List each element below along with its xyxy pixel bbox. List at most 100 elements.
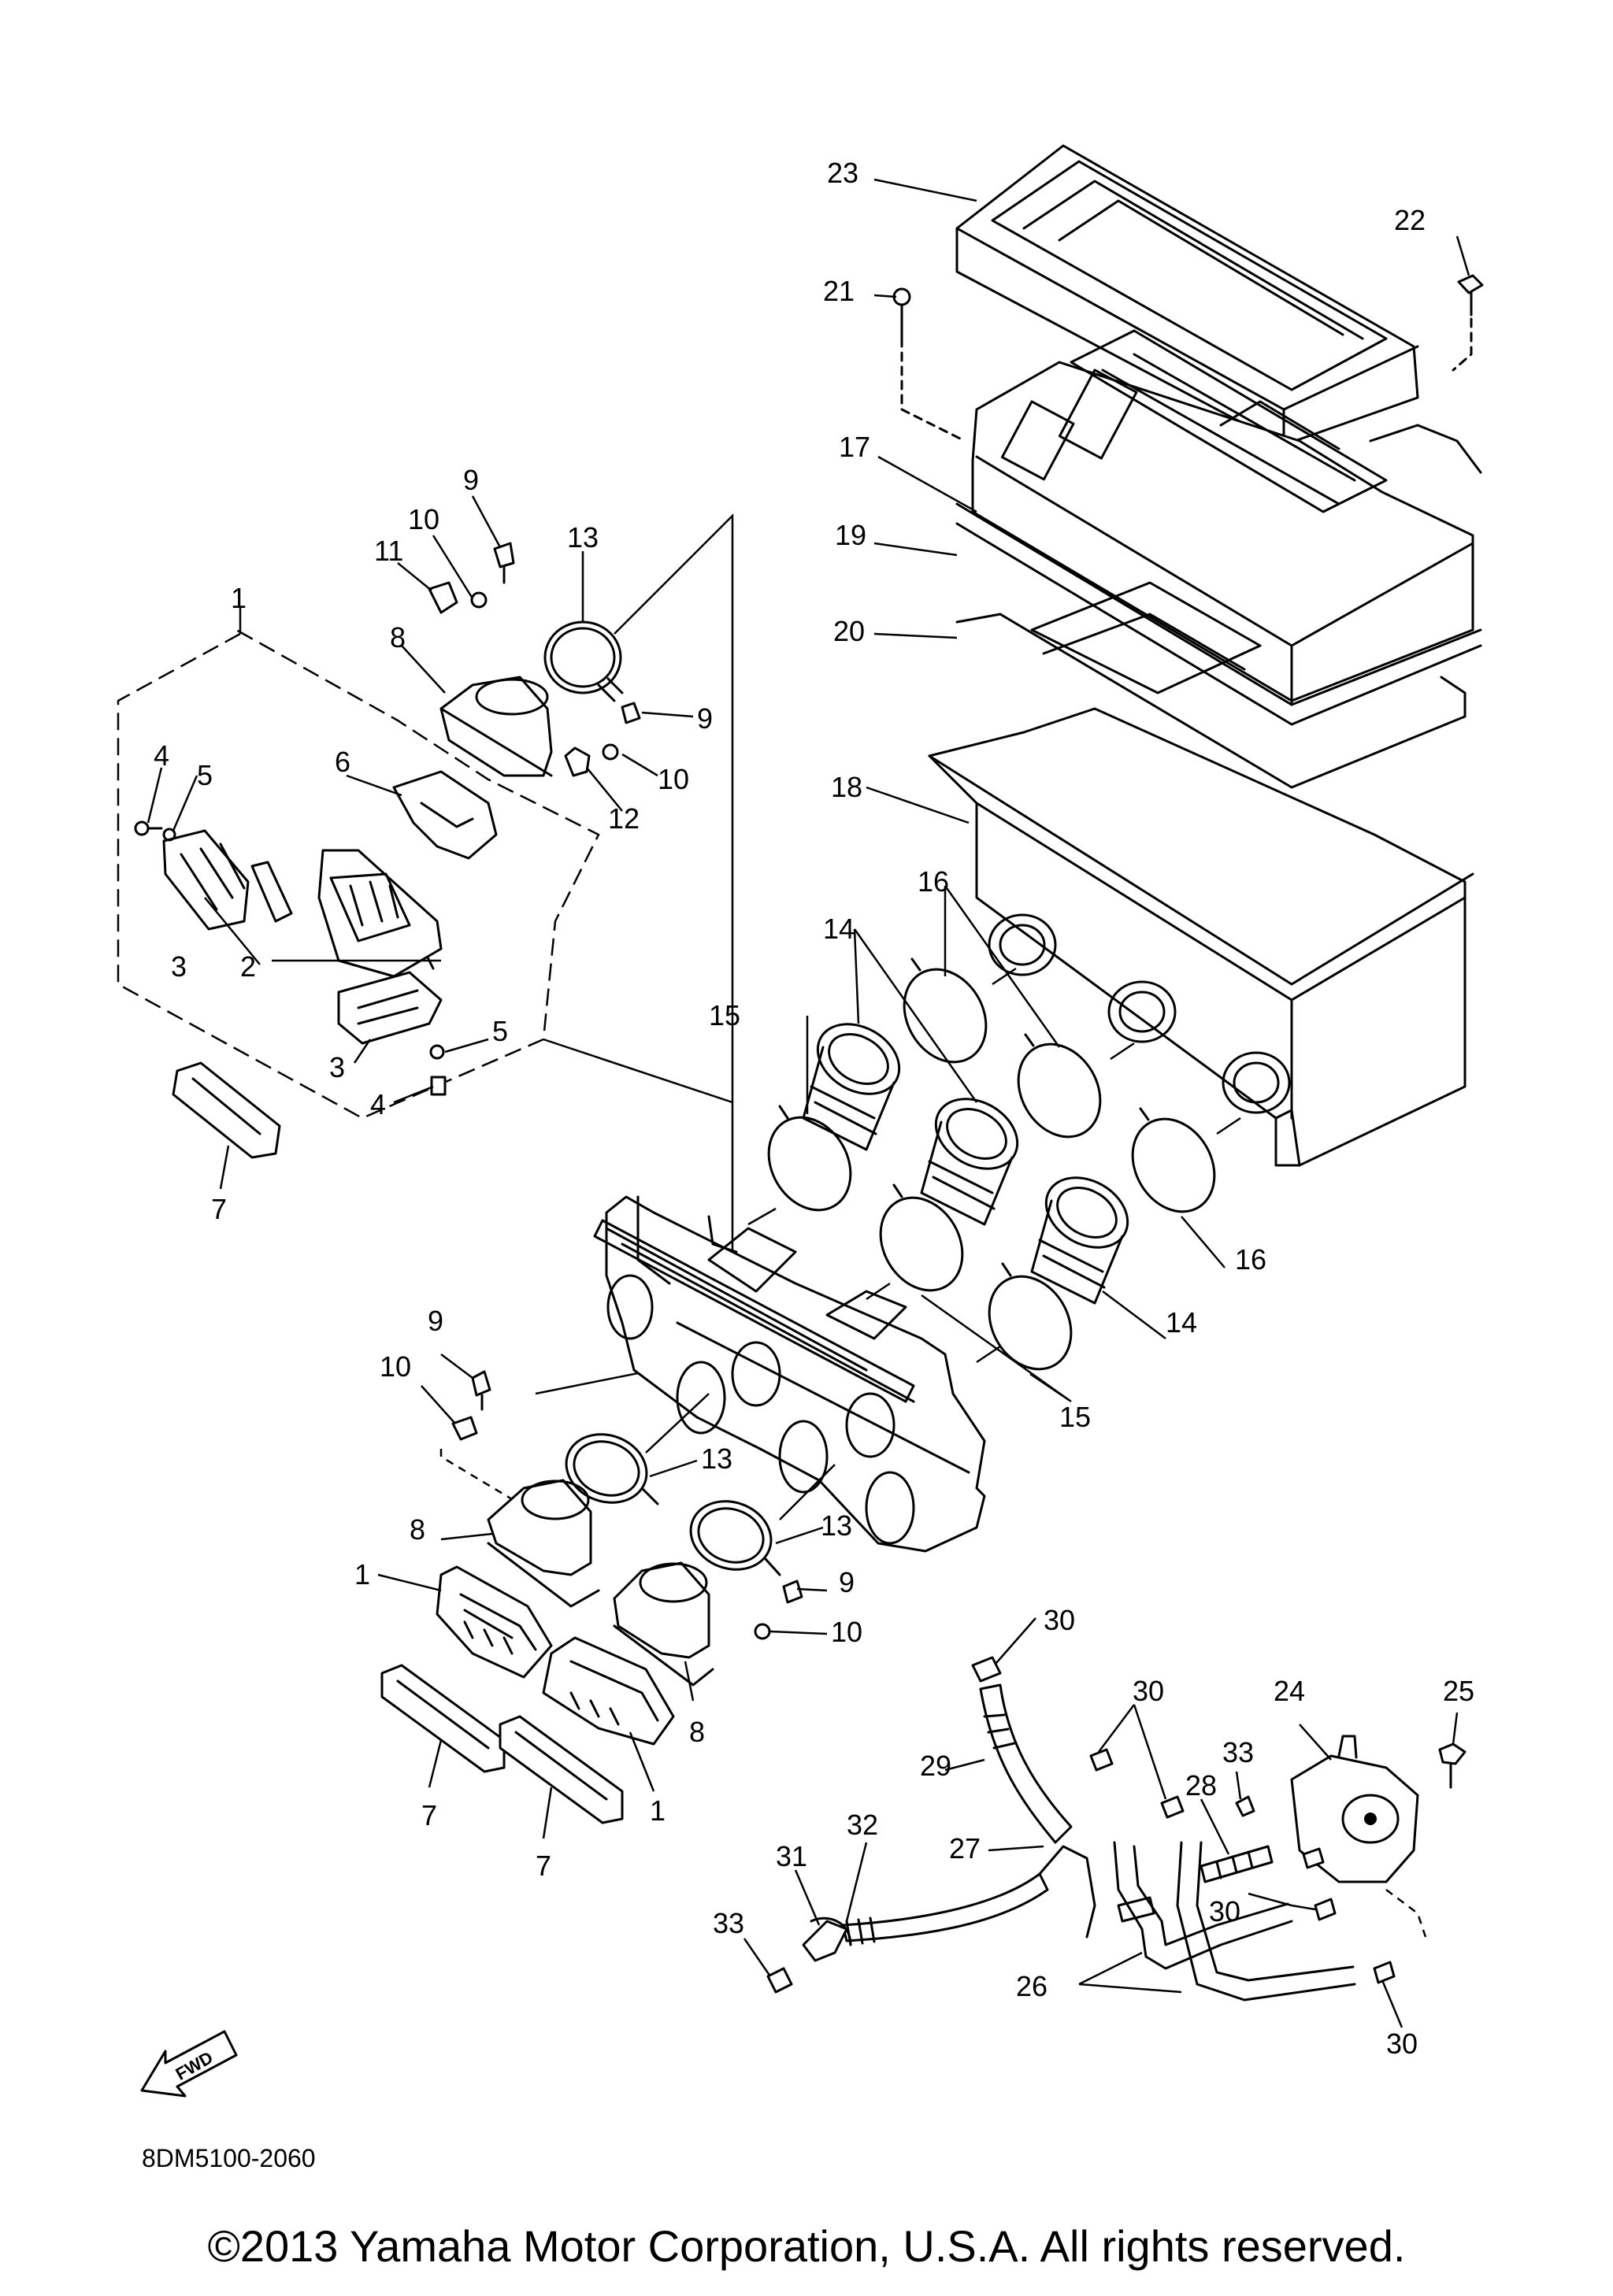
air-box-assembly (892, 144, 1484, 1167)
drawing-code: 8DM5100-2060 (142, 2144, 316, 2172)
callout-28: 28 (1185, 1769, 1217, 1802)
hose-clamp-15-a (767, 1116, 852, 1212)
intake-manifold-upper (439, 676, 553, 777)
callout-5b: 5 (492, 1015, 508, 1047)
reed-valve-1-left (436, 1565, 553, 1679)
fuel-pump-assembly (766, 1656, 1467, 2002)
callout-8a: 8 (390, 621, 406, 654)
reed-valve-1-right (542, 1636, 675, 1746)
callout-10a: 10 (408, 503, 439, 535)
callout-15b: 15 (1059, 1401, 1091, 1433)
carburetor-joint-14-a (802, 1023, 901, 1151)
callout-11: 11 (374, 535, 403, 567)
hose-clamp-15-b (879, 1196, 964, 1292)
callout-9b: 9 (697, 702, 713, 735)
callout-3a: 3 (171, 950, 187, 983)
hose-clamp-16-c (1131, 1117, 1216, 1213)
callout-16a: 16 (918, 865, 949, 898)
callout-9d: 9 (839, 1566, 855, 1598)
air-box-cover (955, 144, 1419, 446)
forward-direction-arrow: FWD (140, 2030, 238, 2098)
air-box-upper-case (955, 329, 1482, 706)
fuel-hose-27 (1038, 1845, 1096, 1939)
callout-8b: 8 (410, 1513, 425, 1546)
callout-14a: 14 (823, 913, 855, 945)
carburetor-joint-14-c (1030, 1176, 1129, 1305)
gasket-7-upper (172, 1061, 281, 1159)
callout-32: 32 (847, 1809, 878, 1841)
callout-1a: 1 (231, 582, 247, 614)
callout-21: 21 (823, 275, 855, 307)
callout-13c: 13 (821, 1509, 852, 1542)
gasket-19 (955, 522, 1482, 726)
callout-6: 6 (335, 746, 350, 778)
gasket-7-left (380, 1664, 506, 1773)
callout-15a: 15 (709, 999, 740, 1031)
callout-18: 18 (831, 771, 862, 803)
callout-25: 25 (1443, 1675, 1474, 1707)
callout-33a: 33 (1222, 1736, 1254, 1768)
callout-10b: 10 (658, 763, 689, 795)
callout-20: 20 (833, 615, 865, 647)
hose-clamp-16-a (903, 968, 988, 1064)
air-box-lower-case (928, 707, 1474, 1167)
callout-27: 27 (949, 1832, 981, 1865)
fuel-hose-26-b (1176, 1841, 1356, 2002)
reed-valve-assembly (117, 513, 734, 1395)
callout-26: 26 (1016, 1970, 1048, 2002)
callout-9c: 9 (428, 1305, 443, 1337)
callout-13b: 13 (701, 1442, 732, 1475)
screw-21 (892, 287, 966, 443)
callout-14b: 14 (1166, 1306, 1197, 1339)
gasket-20 (955, 613, 1467, 789)
carburetor-joint-14-b (920, 1098, 1019, 1226)
callout-13a: 13 (567, 521, 599, 554)
callout-17: 17 (839, 431, 870, 463)
intake-boots-and-clamps (747, 957, 1241, 1371)
callout-8c: 8 (689, 1716, 705, 1748)
callout-19: 19 (835, 519, 866, 551)
bolt-22 (1452, 274, 1484, 372)
callout-7c: 7 (536, 1850, 551, 1882)
callout-4a: 4 (154, 739, 169, 772)
copyright-notice: ©2013 Yamaha Motor Corporation, U.S.A. A… (207, 2221, 1406, 2271)
callout-33b: 33 (713, 1907, 744, 1939)
carburetor-assembly (593, 1195, 986, 1553)
callout-3b: 3 (329, 1051, 345, 1083)
intake-manifold-8-right (613, 1561, 710, 1659)
hose-clamp-15-c (988, 1275, 1073, 1371)
hose-clamp-16-b (1017, 1042, 1102, 1139)
callout-24: 24 (1274, 1675, 1305, 1707)
callout-22: 22 (1394, 204, 1426, 236)
callout-5a: 5 (197, 759, 213, 791)
fuel-hose-29 (979, 1683, 1073, 1844)
callout-16b: 16 (1235, 1243, 1266, 1276)
callout-30b: 30 (1133, 1675, 1164, 1707)
callout-29: 29 (920, 1750, 951, 1782)
callout-7b: 7 (421, 1799, 437, 1831)
callout-12: 12 (608, 802, 640, 835)
callout-9a: 9 (463, 464, 479, 496)
fuel-hose-26-a (1113, 1841, 1293, 1970)
part-callouts: 23 22 21 17 19 20 18 16 14 15 16 14 15 9… (154, 157, 1474, 2060)
callout-10c: 10 (380, 1350, 411, 1383)
spacer-6 (392, 770, 498, 860)
joint-31 (802, 1920, 848, 1962)
callout-2: 2 (240, 950, 256, 983)
reed-petal-lower (337, 971, 443, 1045)
callout-7a: 7 (211, 1193, 227, 1225)
callout-1b: 1 (354, 1558, 370, 1591)
callout-31: 31 (776, 1840, 807, 1872)
callout-30a: 30 (1044, 1604, 1075, 1636)
lower-manifold-assembly (380, 1370, 836, 1824)
joint-28 (1200, 1845, 1274, 1883)
band-clamp-13-right (689, 1500, 773, 1571)
callout-23: 23 (827, 157, 858, 189)
callout-1c: 1 (650, 1794, 666, 1827)
band-clamp-13-upper (543, 620, 624, 702)
gasket-7-right (499, 1715, 624, 1824)
band-clamp-13-left (565, 1433, 648, 1504)
callout-10d: 10 (831, 1616, 862, 1648)
callout-30d: 30 (1386, 2028, 1418, 2060)
